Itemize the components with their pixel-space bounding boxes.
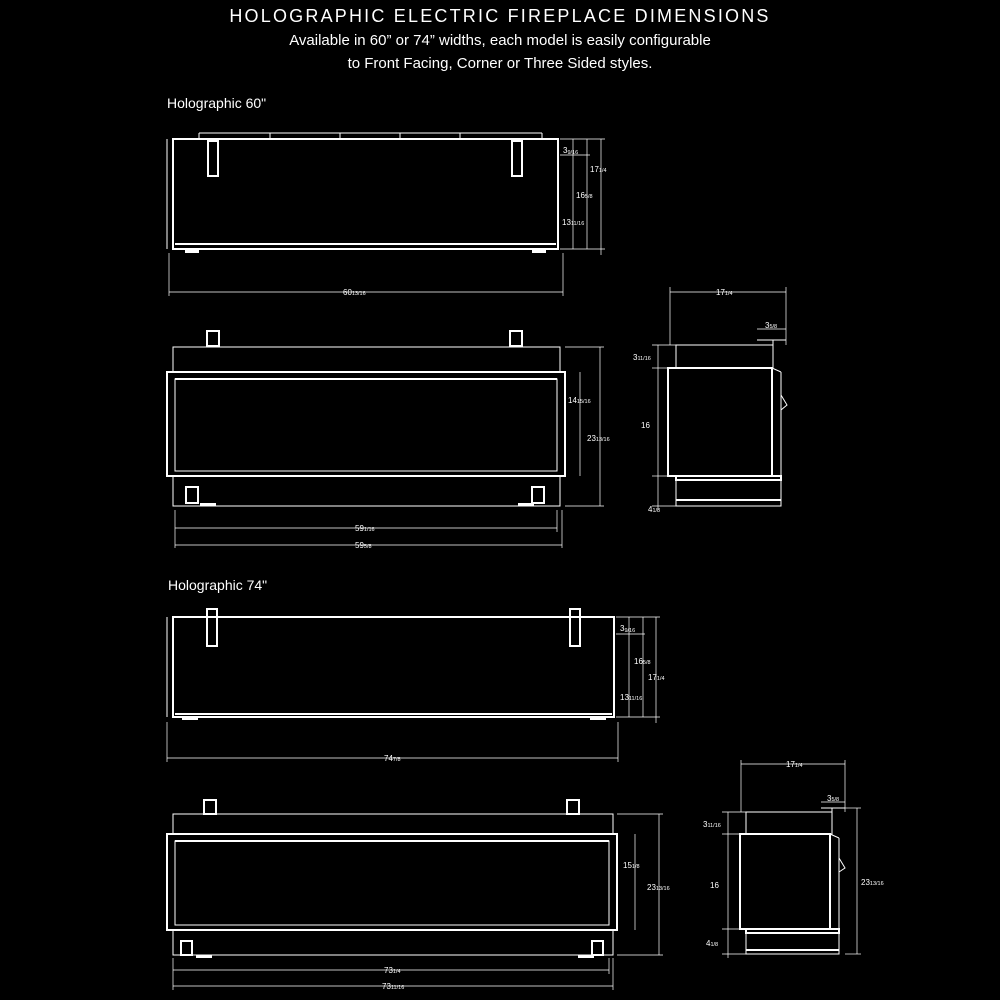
top60-depth-inner: 1311/16 [562, 218, 584, 227]
front-view-74: 151/8 2313/16 731/4 7311/16 [166, 799, 670, 991]
mount-bracket-right [511, 140, 523, 177]
front60-glass-frame [166, 371, 566, 477]
side74-bot-h: 41/8 [706, 939, 718, 948]
side74-depth: 171/4 [786, 760, 803, 769]
front60-total-height: 2313/16 [587, 434, 610, 443]
mount-bracket-left [207, 140, 219, 177]
section-title-60: Holographic 60" [167, 95, 267, 111]
side74-total-h: 2313/16 [861, 878, 884, 887]
top74-depth-inner: 1311/16 [620, 693, 642, 702]
top60-depth-box: 165/8 [576, 191, 593, 200]
side-view-74: 171/4 35/8 311/16 16 41/8 2313/16 [703, 760, 884, 958]
front60-outer-width: 595/8 [355, 541, 372, 550]
top74-width: 747/8 [384, 754, 401, 763]
side-view-60: 171/4 35/8 311/16 16 41/8 [633, 287, 788, 514]
front74-glass-height: 151/8 [623, 861, 640, 870]
top74-offset: 39/16 [620, 624, 635, 634]
side74-mid-h: 16 [710, 881, 719, 890]
side74-top-h: 311/16 [703, 820, 721, 829]
header: HOLOGRAPHIC ELECTRIC FIREPLACE DIMENSION… [0, 6, 1000, 73]
side60-step: 35/8 [765, 321, 777, 330]
page-title: HOLOGRAPHIC ELECTRIC FIREPLACE DIMENSION… [229, 6, 771, 26]
front60-inner-width: 591/16 [355, 524, 375, 533]
mount-bracket-left-74 [206, 608, 218, 647]
top60-width: 6013/16 [343, 288, 366, 297]
front74-outer-width: 7311/16 [382, 982, 404, 991]
front-view-60: 1415/16 2313/16 591/16 595/8 [166, 330, 610, 550]
top60-offset: 39/16 [563, 146, 578, 156]
front74-inner-width: 731/4 [384, 966, 401, 975]
mount-bracket-right-74 [569, 608, 581, 647]
side60-bot-h: 41/8 [648, 505, 660, 514]
top-view-74-body [172, 616, 615, 718]
top-view-74: 39/16 165/8 171/4 1311/16 747/8 [166, 608, 665, 763]
top74-depth-total: 171/4 [648, 673, 665, 682]
top74-depth-box: 165/8 [634, 657, 651, 666]
front74-glass-frame [166, 833, 618, 931]
subtitle-line-1: Available in 60” or 74” widths, each mod… [289, 32, 711, 49]
section-title-74: Holographic 74" [168, 577, 268, 593]
top-view-60: 39/16 171/4 165/8 1311/16 6013/16 [166, 132, 607, 297]
side60-depth: 171/4 [716, 288, 733, 297]
side60-body [667, 367, 773, 477]
side60-top-h: 311/16 [633, 353, 651, 362]
top60-depth-total: 171/4 [590, 165, 607, 174]
side60-mid-h: 16 [641, 421, 650, 430]
front74-total-height: 2313/16 [647, 883, 670, 892]
top-view-60-body [172, 138, 559, 250]
side74-step: 35/8 [827, 794, 839, 803]
front60-glass-height: 1415/16 [568, 396, 591, 405]
side74-body [739, 833, 831, 930]
subtitle-line-2: to Front Facing, Corner or Three Sided s… [347, 55, 653, 72]
